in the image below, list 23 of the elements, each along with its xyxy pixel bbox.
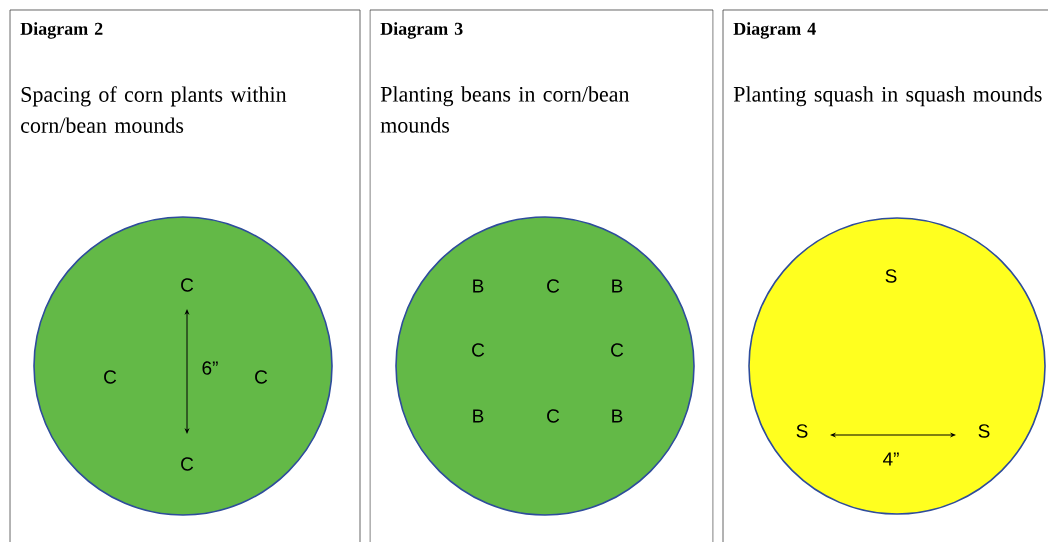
plant-letter: C	[611, 343, 624, 357]
description-text: Spacing of corn plants within corn/bean mounds	[21, 86, 287, 133]
panel-title: Diagram 3	[380, 22, 463, 39]
plant-letter: S	[796, 424, 808, 438]
description-text: Planting beans in corn/bean mounds	[380, 86, 630, 133]
dimension-label: 6”	[202, 361, 218, 375]
plant-letter: S	[978, 424, 990, 438]
panel-title: Diagram 2	[20, 22, 103, 39]
description-text: Planting squash in squash mounds	[733, 86, 1042, 107]
plant-letter: S	[885, 269, 897, 283]
plant-letter: B	[612, 279, 623, 293]
plant-letter: C	[104, 370, 117, 384]
panel-title: Diagram 4	[733, 22, 816, 39]
plant-letter: B	[473, 279, 484, 293]
dimension-label: 4”	[883, 452, 899, 466]
plant-letter: C	[181, 457, 194, 471]
plant-letter: C	[255, 370, 268, 384]
plant-letter: C	[547, 409, 560, 423]
plant-letter: C	[472, 343, 485, 357]
plant-letter: B	[612, 409, 623, 423]
plant-letter: C	[547, 279, 560, 293]
plant-letter: C	[181, 278, 194, 292]
plant-letter: B	[473, 409, 484, 423]
